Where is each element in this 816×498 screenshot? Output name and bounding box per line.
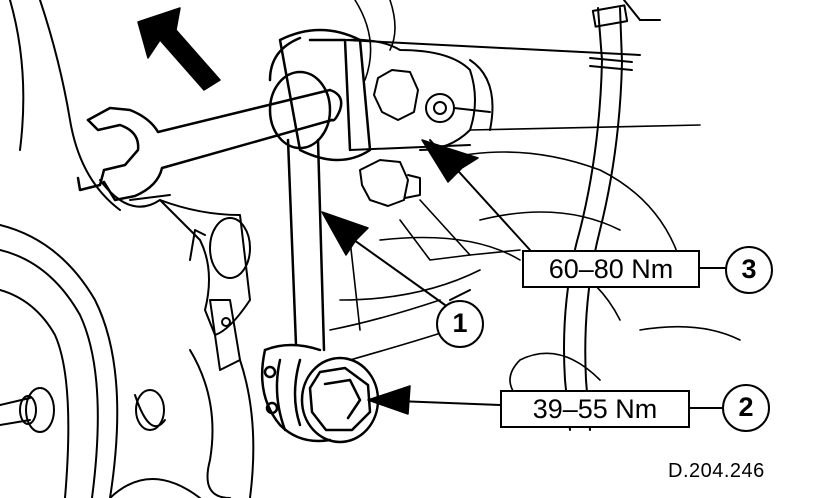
stabiliser-link [268,28,372,352]
torque-label-lower: 39–55 Nm [532,394,658,424]
torque-label-upper: 60–80 Nm [548,254,674,284]
callout-3: 3 [725,246,773,294]
upper-bar-end [344,38,641,207]
callout-3-label: 3 [741,254,757,284]
wheel-hub [0,0,201,498]
wrench [76,88,343,202]
lower-joint [260,343,380,444]
callout-1-label: 1 [452,308,468,338]
arrow-nut-lower [367,385,411,415]
callout-2-label: 2 [738,392,754,422]
knuckle-bracket [99,179,255,498]
force-arrow [137,7,221,91]
callout-1: 1 [436,300,484,348]
brake-hose [563,0,661,431]
suspension-structure [329,0,741,401]
arrow-link [321,211,369,256]
torque-box-upper: 60–80 Nm [522,250,700,288]
figure-reference: D.204.246 [668,460,765,482]
torque-box-lower: 39–55 Nm [500,390,690,428]
callout-2: 2 [722,384,770,432]
arrow-nut-upper [421,139,479,183]
